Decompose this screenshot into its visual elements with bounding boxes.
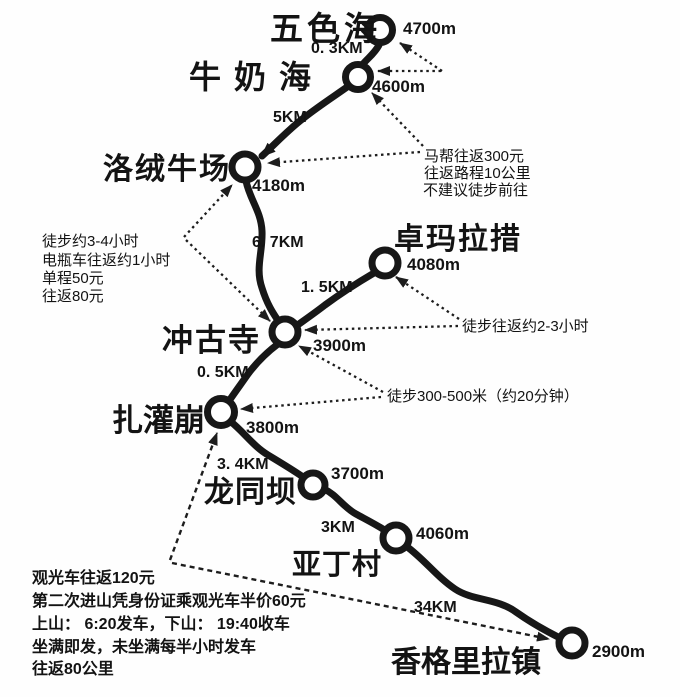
trail-paths bbox=[225, 41, 564, 642]
trail-zhaguanbeng-longtongba bbox=[226, 417, 307, 481]
label-zhaguanbeng: 扎灌崩 bbox=[112, 403, 205, 438]
dist-zhaguanbeng-longtongba: 3. 4KM bbox=[217, 456, 269, 473]
note-bus-line3: 上山： 6:20发车，下山： 19:40收车 bbox=[32, 614, 290, 633]
station-nodes bbox=[204, 14, 589, 660]
dist-niunaihai-luorong: 5KM bbox=[273, 109, 307, 126]
elev-niunaihai: 4600m bbox=[372, 77, 425, 96]
note-bus-line2: 第二次进山凭身份证乘观光车半价60元 bbox=[32, 591, 306, 610]
label-wusehai: 五色海 bbox=[270, 10, 381, 47]
note-bus-line5: 往返80公里 bbox=[32, 659, 114, 678]
elev-luorong: 4180m bbox=[252, 176, 305, 195]
note-bus-line4: 坐满即发，未坐满每半小时发车 bbox=[32, 637, 256, 656]
pointer-hike300m-to-chonggusi bbox=[298, 344, 384, 394]
node-longtongba bbox=[297, 469, 329, 501]
note-batterycar-line4: 往返80元 bbox=[42, 288, 104, 305]
node-zhaguanbeng bbox=[204, 395, 238, 429]
label-yadingcun: 亚丁村 bbox=[292, 548, 382, 581]
pointer-batterycar-to-chonggusi bbox=[185, 239, 271, 322]
dist-luorong-chonggusi: 6. 7KM bbox=[252, 234, 304, 251]
trail-longtongba-yadingcun bbox=[320, 485, 390, 535]
note-bus-line1: 观光车往返120元 bbox=[32, 568, 155, 587]
node-luorong bbox=[228, 150, 262, 184]
pointer-bus-to-zhaguanbeng bbox=[168, 432, 219, 561]
node-niunaihai bbox=[342, 61, 374, 93]
elev-longtongba: 3700m bbox=[331, 464, 384, 483]
note-horse-line1: 马帮往返300元 bbox=[424, 148, 524, 165]
pointer-hike300m-to-zhaguanbeng bbox=[240, 395, 382, 413]
node-yadingcun bbox=[379, 521, 413, 555]
pointer-horse-to-wusehai bbox=[399, 42, 443, 72]
note-batterycar-line2: 电瓶车往返约1小时 bbox=[42, 252, 170, 269]
note-chonggusi-hike: 徒步300-500米（约20分钟） bbox=[387, 388, 579, 405]
pointer-hike23h-to-zhuomalacuo bbox=[395, 276, 460, 320]
label-zhuomalacuo: 卓玛拉措 bbox=[394, 222, 522, 256]
label-xianggelila: 香格里拉镇 bbox=[391, 645, 541, 679]
trail-zhuomalacuo-chonggusi bbox=[295, 269, 378, 328]
node-wusehai bbox=[364, 14, 396, 46]
trail-luorong-chonggusi bbox=[242, 177, 281, 323]
note-horse-line3: 不建议徒步前往 bbox=[423, 182, 528, 199]
elevation-labels: 4700m 4600m 4180m 4080m 3900m 3800m 3700… bbox=[246, 19, 645, 661]
distance-labels: 0. 3KM 5KM 6. 7KM 1. 5KM 0. 5KM 3. 4KM 3… bbox=[197, 40, 457, 616]
pointer-bus-to-xianggelila bbox=[171, 561, 550, 642]
elev-wusehai: 4700m bbox=[403, 19, 456, 38]
trail-niunaihai-luorong bbox=[258, 81, 354, 160]
node-zhuomalacuo bbox=[368, 246, 402, 280]
node-xianggelila bbox=[555, 626, 589, 660]
dist-yadingcun-xianggelila: 34KM bbox=[414, 599, 457, 616]
node-chonggusi bbox=[268, 315, 302, 349]
dist-chonggusi-zhaguanbeng: 0. 5KM bbox=[197, 364, 249, 381]
annotation-texts: 马帮往返300元 往返路程10公里 不建议徒步前往 徒步约3-4小时 电瓶车往返… bbox=[32, 148, 589, 678]
pointer-batterycar-to-luorong bbox=[183, 184, 233, 238]
elev-yadingcun: 4060m bbox=[416, 524, 469, 543]
note-batterycar-line3: 单程50元 bbox=[42, 270, 104, 287]
pointer-hike23h-to-chonggusi bbox=[304, 324, 459, 335]
elev-zhaguanbeng: 3800m bbox=[246, 418, 299, 437]
dist-zhuomalacuo-chonggusi: 1. 5KM bbox=[301, 279, 353, 296]
pointer-horse-to-luorong bbox=[267, 150, 421, 168]
trail-wusehai-niunaihai bbox=[359, 41, 383, 68]
note-horse-line2: 往返路程10公里 bbox=[424, 165, 531, 182]
label-niunaihai: 牛奶海 bbox=[189, 59, 324, 95]
elev-chonggusi: 3900m bbox=[313, 336, 366, 355]
label-longtongba: 龙同坝 bbox=[204, 476, 297, 509]
dist-wusehai-niunaihai: 0. 3KM bbox=[311, 40, 363, 57]
label-luorong: 洛绒牛场 bbox=[103, 153, 231, 186]
dist-longtongba-yadingcun: 3KM bbox=[321, 519, 355, 536]
label-chonggusi: 冲古寺 bbox=[162, 323, 261, 358]
pointer-horse-to-niunaihai-bottom bbox=[371, 92, 424, 147]
trail-yadingcun-xianggelila bbox=[402, 542, 564, 642]
elev-xianggelila: 2900m bbox=[592, 642, 645, 661]
place-labels: 五色海 牛奶海 洛绒牛场 卓玛拉措 冲古寺 扎灌崩 龙同坝 亚丁村 香格里拉镇 bbox=[103, 10, 541, 679]
trail-chonggusi-zhaguanbeng bbox=[225, 340, 282, 405]
note-batterycar-line1: 徒步约3-4小时 bbox=[42, 233, 139, 250]
annotation-pointers bbox=[168, 42, 550, 642]
note-zhuomalacuo-hike: 徒步往返约2-3小时 bbox=[462, 318, 589, 335]
elev-zhuomalacuo: 4080m bbox=[407, 255, 460, 274]
